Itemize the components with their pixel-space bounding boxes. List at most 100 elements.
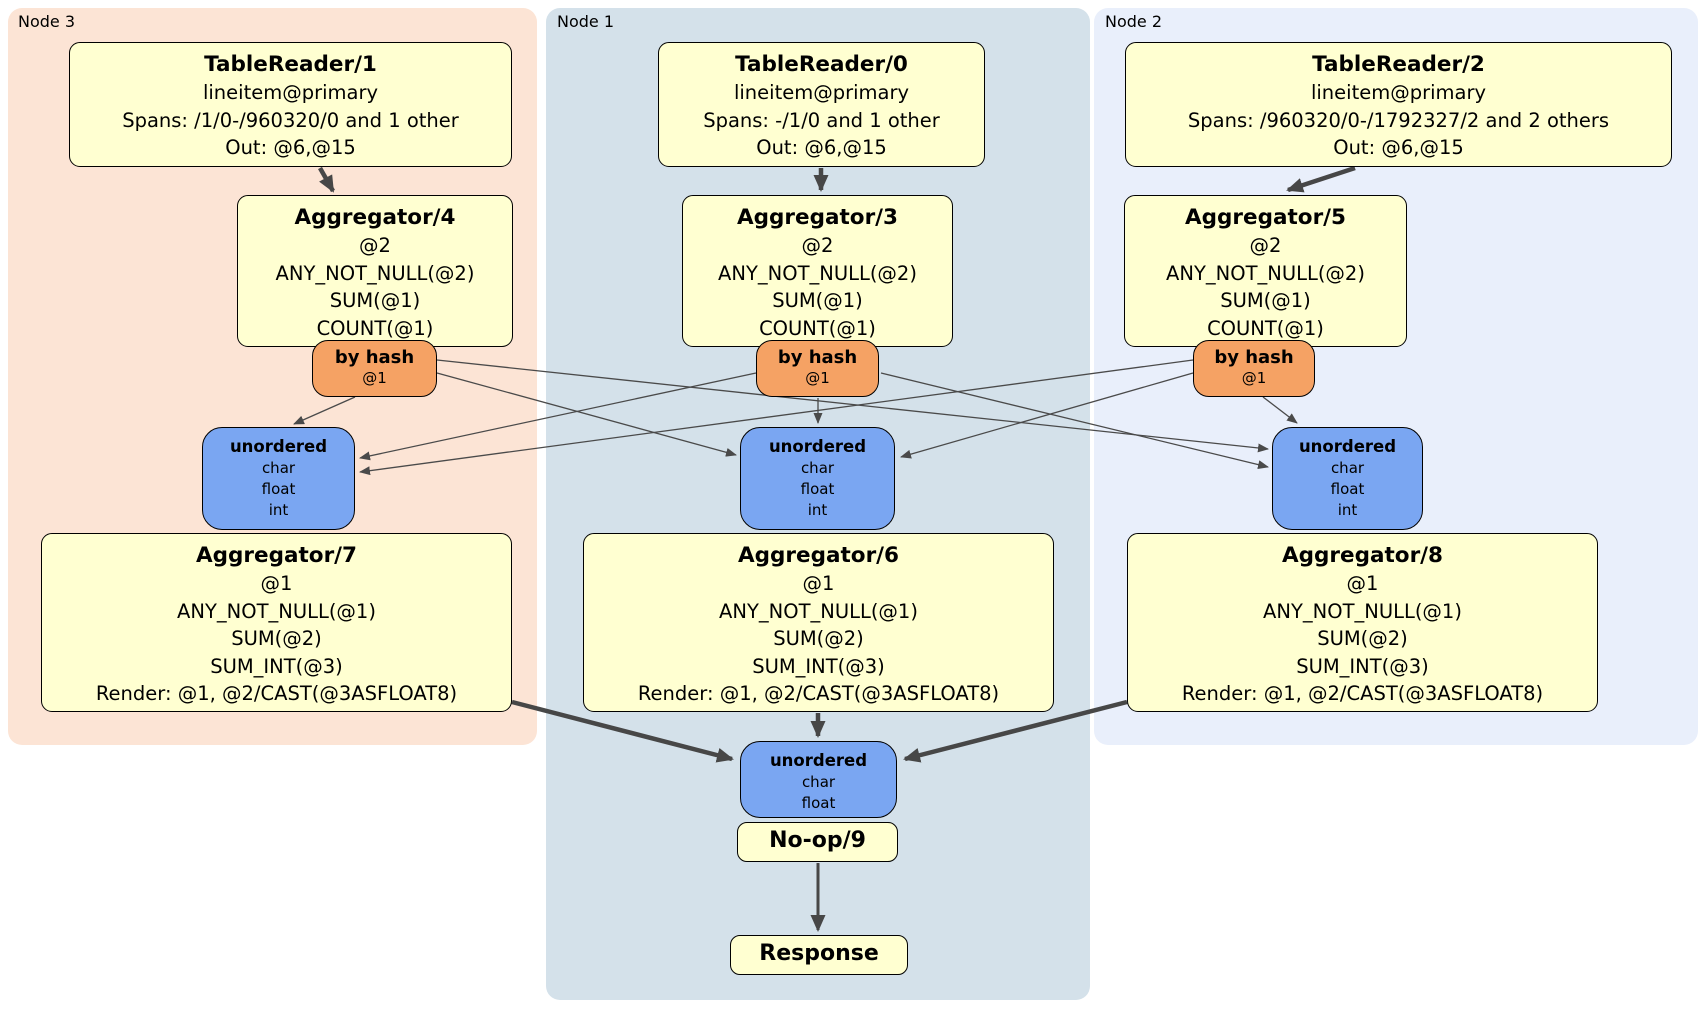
- box-line: ANY_NOT_NULL(@2): [718, 261, 917, 285]
- edge-hash3-to-sync3: [293, 396, 356, 425]
- box-line: SUM(@1): [772, 289, 863, 312]
- box-line: ANY_NOT_NULL(@1): [177, 599, 376, 623]
- box-title: TableReader/0: [735, 52, 908, 77]
- box-line: Render: @1, @2/CAST(@3ASFLOAT8): [637, 682, 1000, 705]
- sync-title: unordered: [229, 437, 328, 456]
- box-line: ANY_NOT_NULL(@1): [1263, 599, 1462, 623]
- box-title: Aggregator/3: [737, 205, 898, 230]
- box-line: SUM_INT(@3): [752, 654, 885, 678]
- sync-line: int: [1337, 501, 1358, 519]
- processor-aggregator-6: Aggregator/6 @1 ANY_NOT_NULL(@1) SUM(@2)…: [583, 533, 1054, 712]
- edge-tablereader2-to-aggregator5: [1286, 165, 1356, 193]
- box-line: Spans: /960320/0-/1792327/2 and 2 others: [1187, 108, 1610, 132]
- sync-line: char: [1330, 459, 1365, 477]
- box-line: ANY_NOT_NULL(@2): [1166, 261, 1365, 285]
- box-title: Aggregator/6: [738, 543, 899, 568]
- sync-title: unordered: [768, 437, 867, 456]
- box-line: @1: [802, 572, 835, 595]
- router-title: by hash: [334, 347, 415, 368]
- box-line: @1: [1346, 572, 1379, 595]
- box-line: SUM(@2): [773, 627, 864, 650]
- processor-tablereader-2: TableReader/2 lineitem@primary Spans: /9…: [1125, 42, 1672, 167]
- processor-tablereader-1: TableReader/1 lineitem@primary Spans: /1…: [69, 42, 512, 167]
- box-line: ANY_NOT_NULL(@1): [719, 599, 918, 623]
- processor-aggregator-8: Aggregator/8 @1 ANY_NOT_NULL(@1) SUM(@2)…: [1127, 533, 1598, 712]
- box-line: Render: @1, @2/CAST(@3ASFLOAT8): [1181, 682, 1544, 705]
- box-title: Aggregator/5: [1185, 205, 1346, 230]
- router-by-hash-node2: by hash @1: [1193, 340, 1315, 397]
- edge-hash2-to-sync2: [1262, 396, 1298, 424]
- box-line: SUM_INT(@3): [1296, 654, 1429, 678]
- box-line: lineitem@primary: [733, 81, 910, 104]
- sync-line: float: [800, 480, 835, 498]
- box-line: SUM(@1): [329, 289, 421, 312]
- box-line: @2: [359, 234, 391, 257]
- edge-hash2-to-sync3: [359, 359, 1194, 476]
- box-title: Aggregator/7: [196, 543, 357, 568]
- processor-aggregator-7: Aggregator/7 @1 ANY_NOT_NULL(@1) SUM(@2)…: [41, 533, 512, 712]
- sync-line: int: [268, 501, 289, 519]
- processor-aggregator-3: Aggregator/3 @2 ANY_NOT_NULL(@2) SUM(@1)…: [682, 195, 953, 347]
- edge-tablereader1-to-aggregator4: [318, 166, 335, 193]
- router-line: @1: [805, 369, 830, 387]
- box-line: Render: @1, @2/CAST(@3ASFLOAT8): [95, 682, 458, 705]
- box-line: lineitem@primary: [1310, 81, 1487, 104]
- sync-line: char: [800, 459, 835, 477]
- box-line: Spans: /1/0-/960320/0 and 1 other: [122, 108, 459, 132]
- box-line: Out: @6,@15: [1333, 136, 1464, 159]
- processor-noop-9: No-op/9: [737, 822, 898, 862]
- panel-node2-label: Node 2: [1105, 12, 1163, 31]
- box-line: Out: @6,@15: [225, 136, 356, 159]
- box-title: Response: [759, 941, 879, 966]
- router-title: by hash: [777, 347, 858, 368]
- sync-title: unordered: [1298, 437, 1397, 456]
- router-by-hash-node3: by hash @1: [312, 340, 437, 397]
- box-title: Aggregator/4: [294, 205, 456, 230]
- box-line: Spans: -/1/0 and 1 other: [703, 108, 940, 132]
- panel-node1-label: Node 1: [557, 12, 615, 31]
- box-line: COUNT(@1): [1207, 316, 1324, 340]
- box-title: Aggregator/8: [1282, 543, 1443, 568]
- processor-aggregator-5: Aggregator/5 @2 ANY_NOT_NULL(@2) SUM(@1)…: [1124, 195, 1407, 347]
- box-line: SUM_INT(@3): [210, 654, 343, 678]
- sync-title: unordered: [769, 751, 868, 770]
- box-line: COUNT(@1): [759, 316, 876, 340]
- sync-unordered-final: unordered char float: [740, 741, 897, 818]
- edge-hash2-to-sync1: [900, 372, 1194, 459]
- box-line: SUM(@2): [231, 627, 322, 650]
- sync-line: char: [261, 459, 296, 477]
- sync-line: float: [801, 794, 836, 812]
- box-title: TableReader/1: [204, 52, 377, 77]
- sync-line: char: [801, 773, 836, 791]
- router-line: @1: [362, 369, 387, 387]
- box-line: @2: [801, 234, 834, 257]
- edge-hash3-to-sync1: [436, 372, 737, 457]
- response-node: Response: [730, 935, 908, 975]
- sync-line: int: [807, 501, 828, 519]
- sync-line: float: [261, 480, 296, 498]
- box-line: SUM(@2): [1317, 627, 1408, 650]
- box-title: TableReader/2: [1312, 52, 1485, 77]
- edge-hash1-to-sync3: [359, 372, 757, 461]
- sync-unordered-node3: unordered char float int: [202, 427, 355, 530]
- edge-aggregator8-to-final-sync: [903, 699, 1128, 763]
- edge-hash3-to-sync2: [436, 359, 1269, 453]
- sync-unordered-node1: unordered char float int: [740, 427, 895, 530]
- box-line: ANY_NOT_NULL(@2): [275, 261, 475, 285]
- processor-aggregator-4: Aggregator/4 @2 ANY_NOT_NULL(@2) SUM(@1)…: [237, 195, 513, 347]
- box-line: SUM(@1): [1220, 289, 1311, 312]
- router-line: @1: [1241, 369, 1267, 387]
- box-line: @2: [1249, 234, 1282, 257]
- processor-tablereader-0: TableReader/0 lineitem@primary Spans: -/…: [658, 42, 985, 167]
- box-title: No-op/9: [769, 828, 866, 853]
- sync-unordered-node2: unordered char float int: [1272, 427, 1423, 530]
- box-line: @1: [260, 572, 293, 595]
- box-line: COUNT(@1): [316, 316, 434, 340]
- panel-node3-label: Node 3: [18, 12, 76, 31]
- box-line: Out: @6,@15: [756, 136, 887, 159]
- box-line: lineitem@primary: [202, 81, 379, 104]
- sync-line: float: [1330, 480, 1365, 498]
- router-by-hash-node1: by hash @1: [756, 340, 879, 397]
